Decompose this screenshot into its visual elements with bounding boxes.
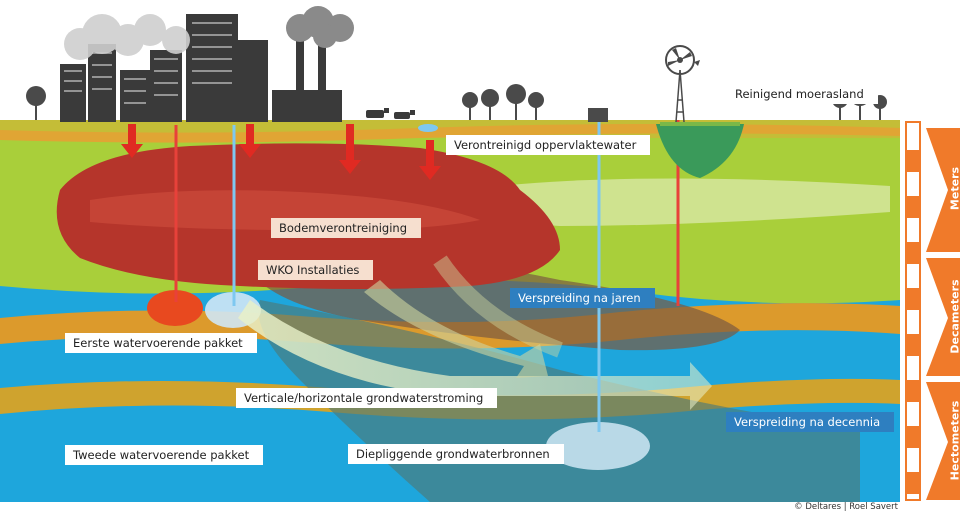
scale-label-decameters: Decameters — [948, 279, 960, 354]
marsh-basin — [656, 124, 744, 178]
label-verspreiding-na-decennia: Verspreiding na decennia — [726, 412, 895, 432]
spread-arrow-1 — [364, 280, 548, 378]
smoke-clouds — [286, 6, 354, 48]
scale-label-meters: Meters — [948, 166, 960, 211]
spread-arrow-2 — [433, 255, 563, 358]
windmill-wheel — [665, 45, 700, 75]
groundwater-flow-arrow — [238, 300, 712, 410]
deep-source-spot — [546, 422, 650, 470]
scale-label-hectometers: Hectometers — [948, 400, 960, 481]
light-plume — [480, 178, 890, 226]
label-grondwaterstroming: Verticale/horizontale grondwaterstroming — [236, 388, 498, 408]
label-bodemverontreiniging: Bodemverontreiniging — [271, 218, 422, 238]
pollution-arrows — [121, 124, 441, 180]
city-buildings — [60, 14, 342, 122]
label-reinigend-moerasland: Reinigend moerasland — [727, 84, 878, 104]
wko-hot-spot — [147, 290, 203, 326]
marsh-surface — [660, 122, 740, 126]
depth-scale-ticks — [907, 150, 919, 494]
surface-water — [418, 124, 438, 132]
label-wko-installaties: WKO Installaties — [258, 260, 374, 280]
label-verspreiding-na-jaren: Verspreiding na jaren — [510, 288, 655, 308]
scale-tab-hectometers — [926, 382, 960, 500]
label-verontreinigd-oppervlaktewater: Verontreinigd oppervlaktewater — [446, 135, 651, 155]
label-eerste-watervoerende-pakket: Eerste watervoerende pakket — [65, 333, 257, 353]
city-windows — [64, 22, 232, 104]
city-clouds — [64, 14, 190, 60]
windmill — [675, 69, 685, 123]
marsh-plants — [689, 106, 731, 120]
label-tweede-watervoerende-pakket: Tweede watervoerende pakket — [65, 445, 264, 465]
scale-tab-meters — [926, 128, 960, 252]
credit: © Deltares | Roel Savert — [794, 502, 898, 512]
cows — [366, 108, 415, 119]
pump-house — [588, 108, 608, 122]
label-diepliggende-grondwaterbronnen: Diepliggende grondwaterbronnen — [348, 444, 564, 464]
scale-tab-decameters — [926, 258, 960, 376]
